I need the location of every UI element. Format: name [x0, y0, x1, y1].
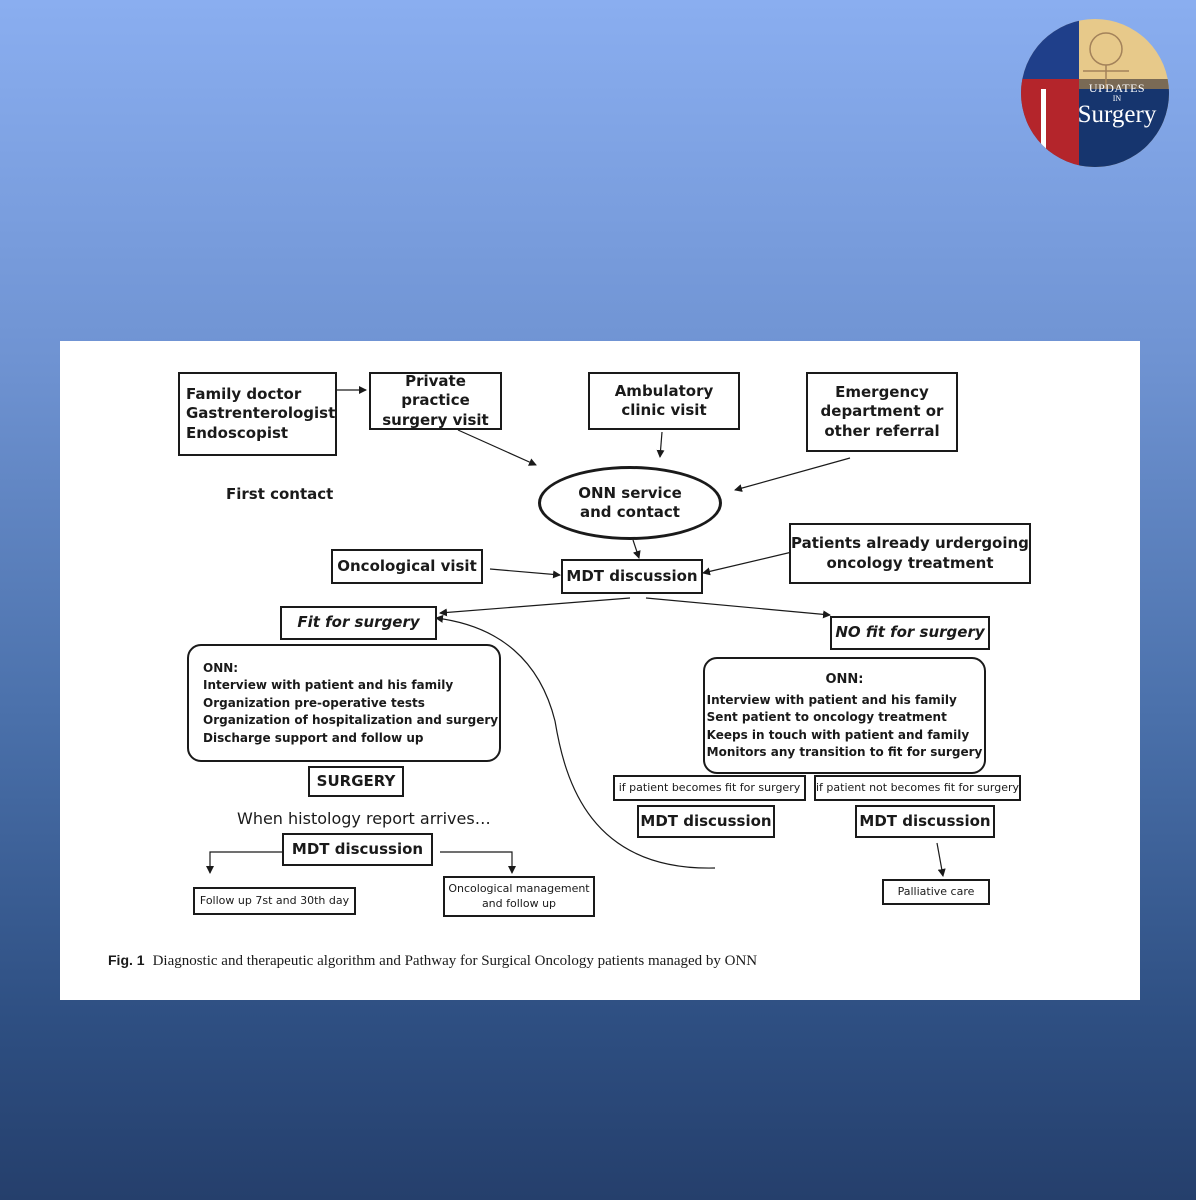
arrow-emergency-to-onn: [734, 457, 851, 492]
oncological-visit-box: Oncological visit: [331, 549, 483, 584]
onn-service-ellipse: ONN service and contact: [538, 466, 722, 540]
surgery-box: SURGERY: [308, 766, 404, 797]
logo-line2: IN: [1112, 94, 1122, 103]
histology-label: When histology report arrives…: [237, 809, 491, 828]
curve-back-to-fit: [435, 614, 716, 869]
arrow-onn-to-mdt: [632, 539, 641, 559]
logo-emblem: [1021, 19, 1169, 167]
onn-fit-title: ONN:: [203, 661, 239, 675]
arrow-oncvisit-to-mdt: [489, 568, 561, 579]
logo-line3: Surgery: [1077, 101, 1157, 128]
figure-panel: Family doctor Gastrenterologist Endoscop…: [60, 341, 1140, 1000]
arrow-treatment-to-mdt: [702, 551, 793, 576]
arrow-ambulatory-to-onn: [656, 431, 665, 458]
onn-fit-items: Interview with patient and his family Or…: [203, 678, 499, 745]
not-becomes-fit-box: if patient not becomes fit for surgery: [814, 775, 1021, 801]
onn-nofit-title: ONN:: [825, 672, 864, 687]
oncological-management-box: Oncological management and follow up: [443, 876, 595, 917]
figure-caption: Fig. 1 Diagnostic and therapeutic algorit…: [108, 952, 757, 970]
private-practice-box: Private practice surgery visit: [369, 372, 502, 430]
onn-nofit-items: Interview with patient and his family Se…: [706, 692, 983, 760]
updates-in-surgery-logo: UPDATES IN Surgery: [1021, 19, 1169, 167]
fit-for-surgery-box: Fit for surgery: [280, 606, 437, 640]
logo-line1: UPDATES: [1088, 81, 1146, 95]
caption-label: Fig. 1: [108, 952, 145, 968]
onn-nofit-box: ONN: Interview with patient and his fami…: [703, 657, 986, 774]
already-treatment-box: Patients already urdergoing oncology tre…: [789, 523, 1031, 584]
arrow-private-to-onn: [457, 429, 537, 466]
arrow-mdt-to-nofit: [645, 597, 831, 619]
onn-fit-box: ONN: Interview with patient and his fami…: [187, 644, 501, 762]
follow-up-box: Follow up 7st and 30th day: [193, 887, 356, 915]
ambulatory-box: Ambulatory clinic visit: [588, 372, 740, 430]
arrow-mdt-to-palliative: [936, 842, 946, 877]
diagram-connectors: [206, 386, 946, 877]
mdt-discussion-main-box: MDT discussion: [561, 559, 703, 594]
caption-text: Diagnostic and therapeutic algorithm and…: [152, 953, 758, 969]
palliative-care-box: Palliative care: [882, 879, 990, 905]
first-contact-label: First contact: [226, 485, 334, 503]
arrow-mdt-to-followup: [206, 851, 282, 874]
emergency-box: Emergency department or other referral: [806, 372, 958, 452]
becomes-fit-box: if patient becomes fit for surgery: [613, 775, 806, 801]
mdt-discussion-histology-box: MDT discussion: [282, 833, 433, 866]
arrow-mdt-to-fit: [439, 597, 631, 617]
no-fit-for-surgery-box: NO fit for surgery: [830, 616, 990, 650]
mdt-discussion-fit-again-box: MDT discussion: [637, 805, 775, 838]
mdt-discussion-not-fit-box: MDT discussion: [855, 805, 995, 838]
arrow-mdt-to-oncmgmt: [440, 851, 516, 874]
family-doctor-box: Family doctor Gastrenterologist Endoscop…: [178, 372, 337, 456]
